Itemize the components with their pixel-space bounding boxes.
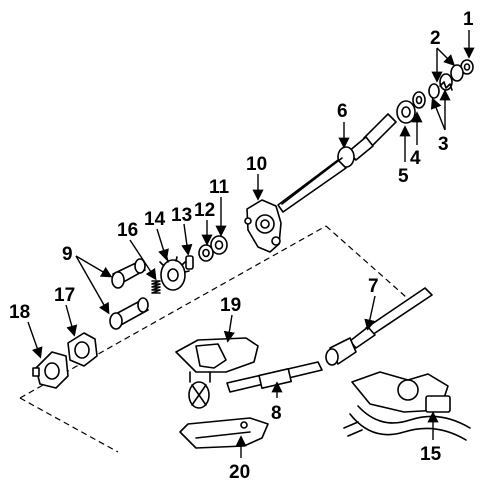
- part-16-spring: [151, 280, 161, 294]
- part-20-lower-shroud: [179, 417, 269, 449]
- callout-1: 1: [463, 9, 474, 30]
- callout-17: 17: [54, 285, 75, 306]
- callout-14: 14: [144, 209, 166, 230]
- callout-6: 6: [337, 101, 348, 122]
- callout-20: 20: [229, 462, 250, 483]
- subassembly-outline: [19, 225, 416, 453]
- part-2-retainer: [428, 64, 464, 99]
- part-4-bearing: [412, 91, 426, 109]
- callout-5: 5: [398, 166, 409, 187]
- part-11-bearing: [210, 235, 228, 255]
- part-9-u-joints: [109, 258, 149, 330]
- callout-3: 3: [438, 134, 449, 155]
- part-7-intermediate-shaft: [325, 287, 433, 366]
- callout-19: 19: [220, 295, 241, 316]
- callout-2: 2: [430, 28, 441, 49]
- callout-13: 13: [171, 205, 192, 226]
- callout-12: 12: [194, 200, 215, 221]
- callout-4: 4: [410, 148, 421, 169]
- part-17-housing: [67, 332, 98, 367]
- part-15-harness: [343, 371, 471, 441]
- leader-lines: [27, 30, 475, 458]
- part-19-shroud: [175, 337, 259, 409]
- callout-8: 8: [271, 403, 282, 424]
- callout-labels: 1 2 3 4 5 6 7 8 9 10 11 12 13 14 15 16 1…: [9, 9, 474, 483]
- part-6-upper-shaft: [277, 113, 397, 213]
- part-13-pin: [185, 255, 194, 270]
- part-12-retainer: [198, 244, 214, 262]
- callout-15: 15: [420, 444, 442, 465]
- part-10-lock-housing: [244, 199, 282, 253]
- callout-18: 18: [9, 302, 30, 323]
- part-3-spring: [439, 81, 453, 91]
- callout-16: 16: [117, 220, 138, 241]
- part-14-sector-gear: [159, 256, 190, 291]
- part-5-bearing-race: [396, 100, 416, 124]
- callout-7: 7: [368, 276, 379, 297]
- part-18-sensor: [32, 351, 69, 389]
- callout-9: 9: [62, 244, 73, 265]
- callout-11: 11: [209, 177, 230, 198]
- callout-10: 10: [246, 154, 267, 175]
